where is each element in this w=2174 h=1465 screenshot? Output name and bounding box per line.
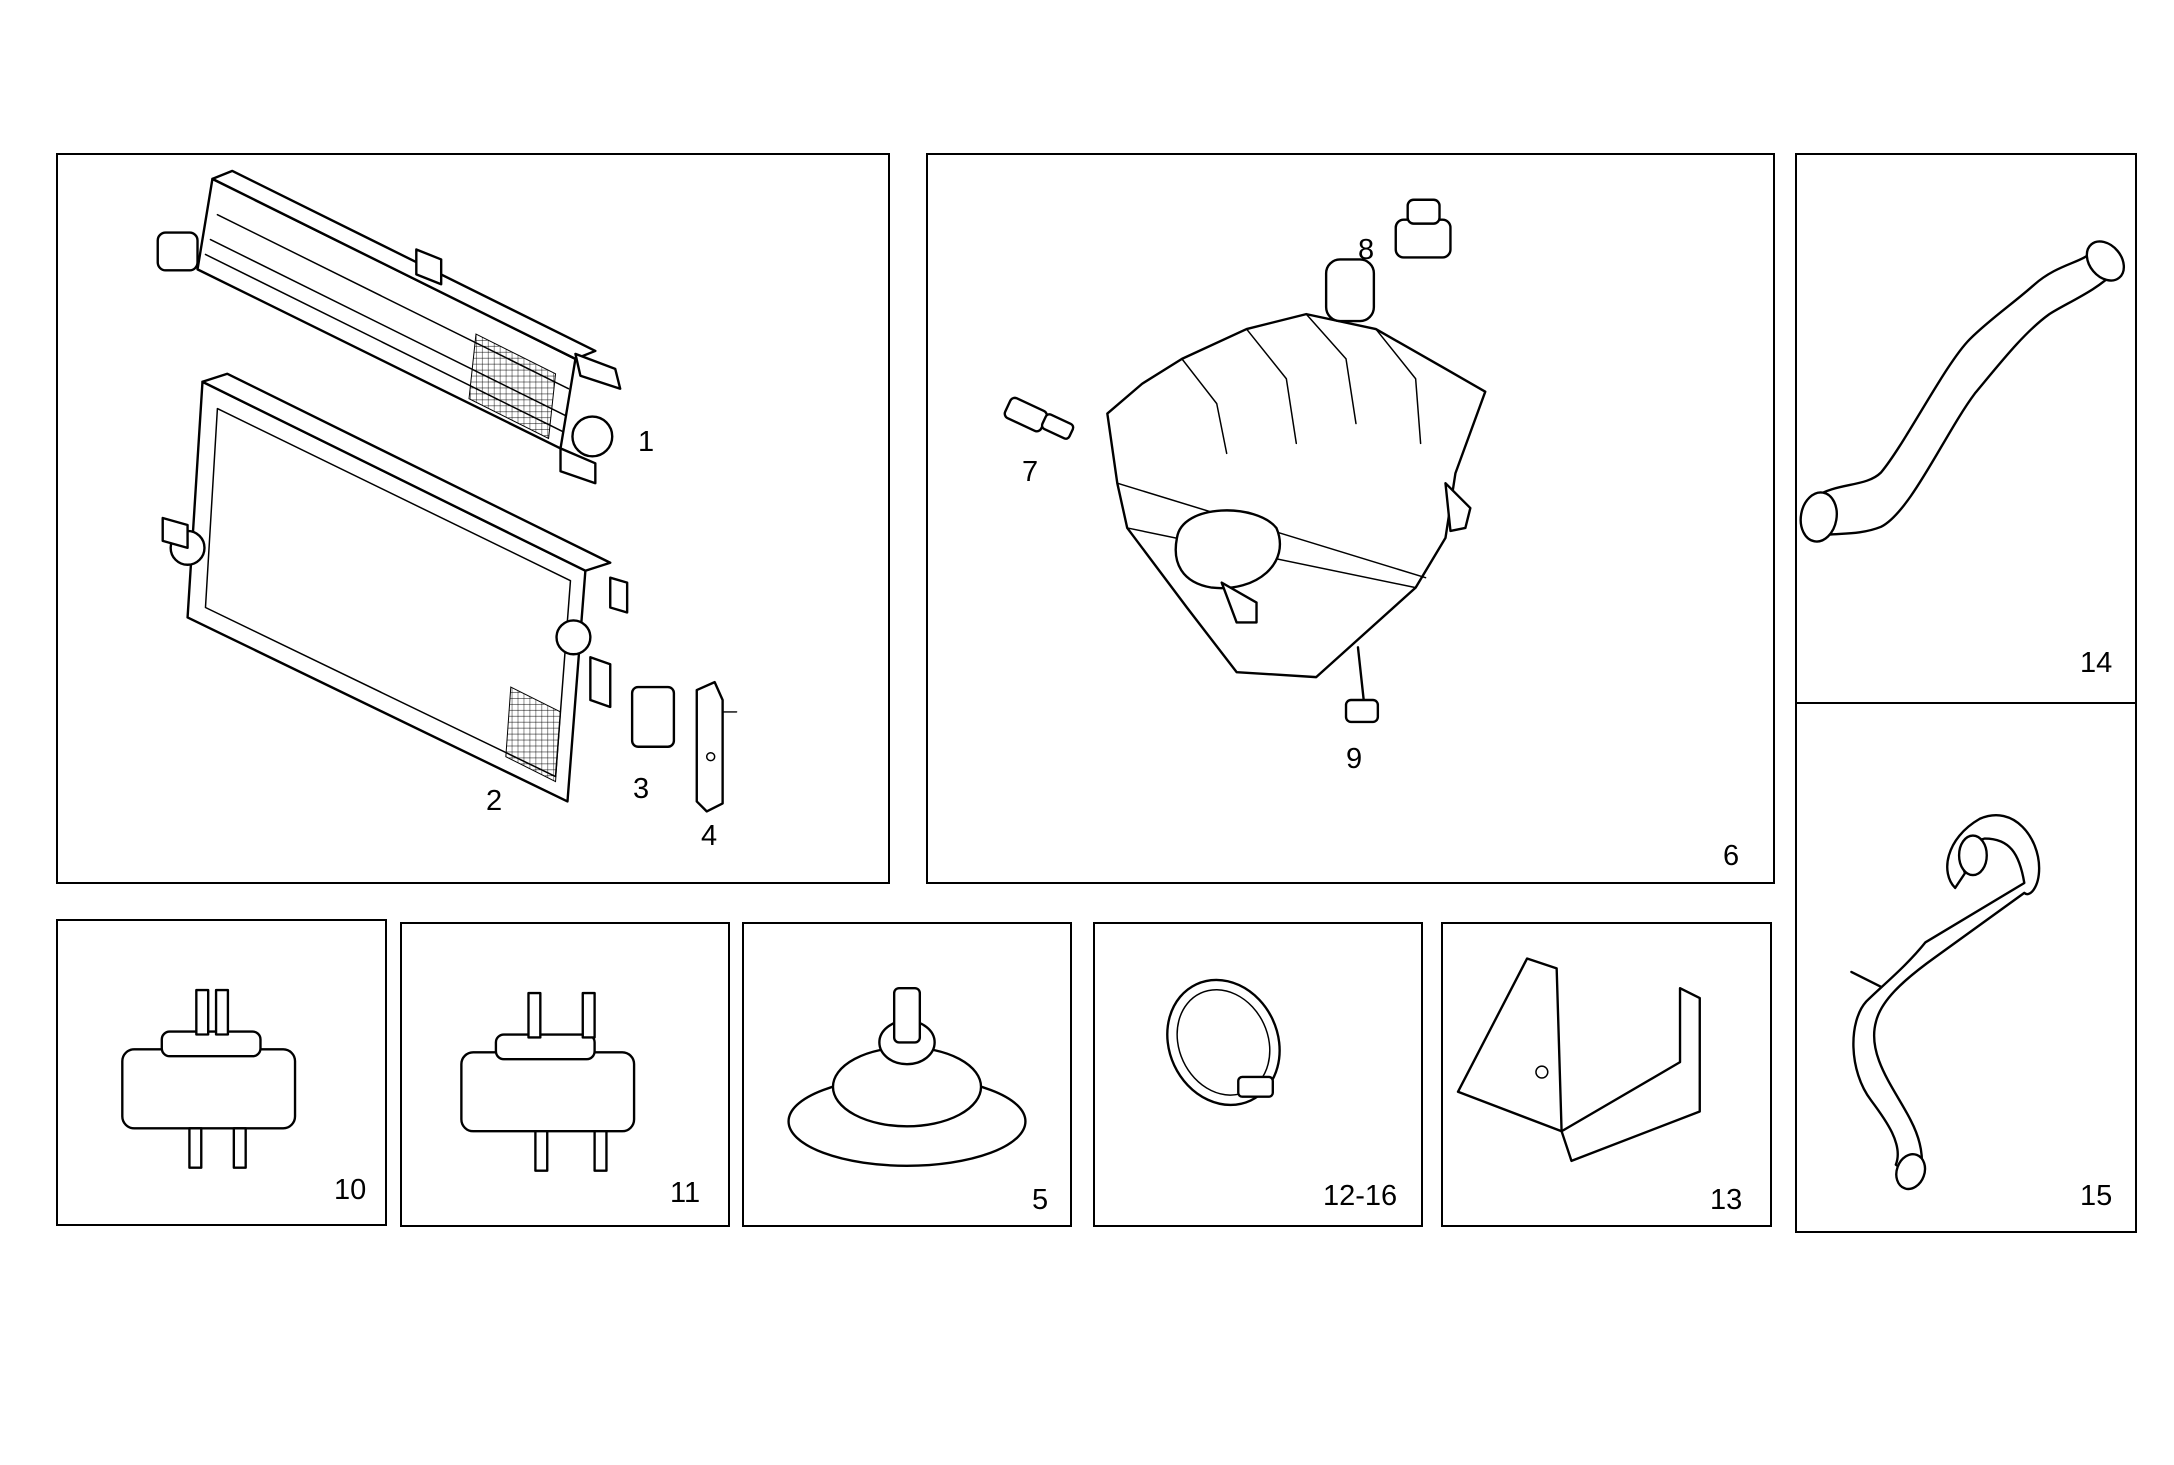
- intercooler-part: [156, 169, 622, 485]
- bracket-drawing: [1456, 957, 1701, 1163]
- callout-11: 11: [670, 1177, 701, 1209]
- callout-2: 2: [486, 785, 503, 817]
- radiator-part: [161, 372, 629, 803]
- hose-upper-drawing: [1799, 240, 2126, 543]
- panel-bracket: 13: [1441, 922, 1772, 1227]
- hose-lower-drawing: [1850, 814, 2041, 1191]
- callout-12-16: 12-16: [1323, 1180, 1398, 1212]
- radiator-intercooler-drawing: [156, 169, 738, 813]
- panel-hose-clamp: 12-16: [1093, 922, 1423, 1227]
- hose-upper-part: [1813, 248, 2115, 538]
- mount-b-drawing: [460, 991, 636, 1172]
- panel-hose-lower: 15: [1795, 702, 2137, 1233]
- callout-6: 6: [1723, 840, 1740, 872]
- callout-15: 15: [2080, 1180, 2113, 1212]
- callout-7: 7: [1022, 456, 1039, 488]
- panel-mount-b: 11: [400, 922, 730, 1227]
- expansion-tank-drawing: [1003, 198, 1487, 724]
- callout-9: 9: [1346, 743, 1363, 775]
- cap-part: [1394, 198, 1452, 259]
- callout-13: 13: [1710, 1184, 1743, 1216]
- panel-expansion-tank: 6 7 8 9: [926, 153, 1775, 884]
- mount-a-drawing: [121, 988, 297, 1169]
- hose-lower-part: [1852, 814, 2041, 1181]
- pad-part: [630, 685, 676, 748]
- callout-14: 14: [2080, 647, 2113, 679]
- callout-3: 3: [633, 773, 650, 805]
- bracket-small-part: [695, 680, 738, 813]
- callout-5: 5: [1032, 1184, 1049, 1216]
- sensor-part: [1003, 396, 1075, 440]
- panel-hose-upper: 14: [1795, 153, 2137, 704]
- callout-4: 4: [701, 820, 718, 852]
- level-sensor-part: [1344, 646, 1380, 724]
- panel-radiator-intercooler: 1 2 3 4: [56, 153, 890, 884]
- panel-mount-a: 10: [56, 919, 387, 1226]
- callout-8: 8: [1358, 234, 1375, 266]
- mount-c-drawing: [787, 986, 1027, 1167]
- hose-clamp-drawing: [1166, 978, 1281, 1107]
- expansion-tank-part: [1106, 258, 1487, 679]
- panel-mount-c: 5: [742, 922, 1072, 1227]
- callout-10: 10: [334, 1174, 367, 1206]
- callout-1: 1: [638, 426, 655, 458]
